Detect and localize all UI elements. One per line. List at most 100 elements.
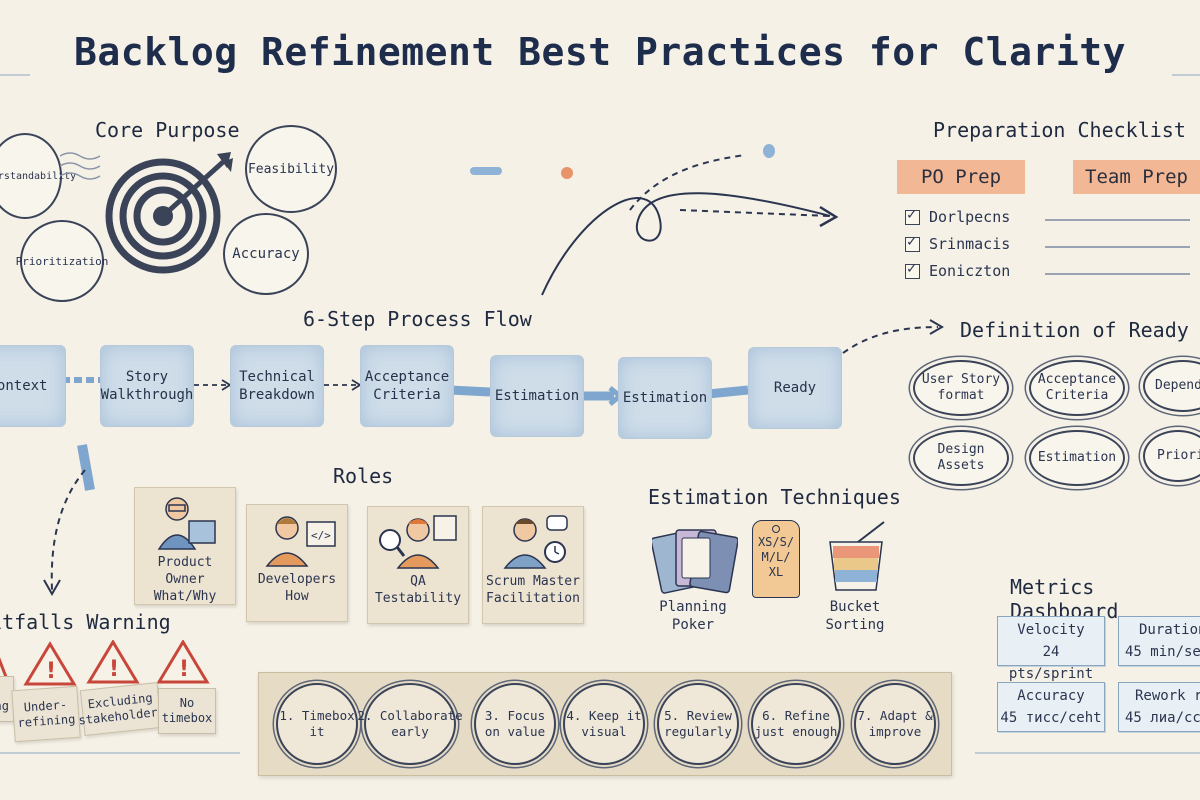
- tip-label: 1. Timebox it: [279, 708, 355, 739]
- metric-name: Duration: [1139, 622, 1200, 638]
- purpose-circle-prioritization: Prioritization: [16, 220, 108, 302]
- metric-rework: Rework rate 45 лиа/ссеs: [1118, 682, 1200, 732]
- purpose-label: Prioritization: [15, 254, 109, 268]
- pitfall-under-refining: Under- refining: [11, 685, 81, 743]
- dor-item-priority: Priority: [1143, 430, 1200, 482]
- dor-label: Dependencies: [1155, 378, 1200, 393]
- purpose-label: Feasibility: [247, 161, 335, 177]
- bottom-rule-right: [975, 752, 1200, 754]
- process-connectors: [62, 377, 749, 406]
- decor-dash: [470, 167, 502, 175]
- title-rule-right: [1172, 74, 1200, 76]
- tip-label: 6. Refine just enough: [754, 708, 838, 739]
- core-purpose-heading: Core Purpose: [95, 118, 240, 142]
- pitfall-label: No timebox: [161, 696, 213, 725]
- pitfall-label: Under- refining: [17, 697, 76, 730]
- step-label: Estimation: [622, 390, 708, 406]
- checklist-item[interactable]: Eoniczton: [905, 259, 1011, 280]
- tip-label: 4. Keep it visual: [566, 708, 642, 739]
- checkbox-icon[interactable]: [905, 205, 920, 225]
- step-label: Context: [0, 378, 48, 394]
- role-focus: Testability: [374, 591, 462, 606]
- process-step-context[interactable]: Context: [0, 345, 66, 427]
- dor-label: Priority: [1157, 448, 1200, 463]
- svg-text:!: !: [179, 657, 189, 682]
- planning-poker-icon: [652, 529, 738, 594]
- pitfall-no-timebox: No timebox: [158, 688, 216, 734]
- step-label: Technical Breakdown: [239, 369, 315, 403]
- checkbox-icon[interactable]: [905, 232, 920, 252]
- dor-label: Estimation: [1037, 450, 1117, 465]
- team-prep-label: Team Prep: [1085, 166, 1188, 188]
- po-prep-tag: PO Prep: [897, 160, 1025, 194]
- step-label: Ready: [773, 380, 817, 396]
- metric-name: Rework rate: [1135, 688, 1200, 704]
- dor-item-user-story: User Story format: [913, 360, 1009, 416]
- tip-timebox: 1. Timebox it: [276, 683, 358, 765]
- checklist-label: Srinmacis: [929, 235, 1011, 253]
- tip-label: 3. Focus on value: [484, 708, 546, 739]
- role-focus: Facilitation: [486, 591, 580, 606]
- process-step-acceptance-criteria[interactable]: Acceptance Criteria: [360, 345, 454, 427]
- process-step-technical-breakdown[interactable]: Technical Breakdown: [230, 345, 324, 427]
- flow-arrow-to-checklist: [541, 154, 839, 296]
- role-name: QA: [410, 574, 426, 589]
- checklist-line: [1045, 219, 1190, 221]
- metric-velocity: Velocity 24 pts/sprint: [997, 616, 1105, 682]
- process-step-story-walkthrough[interactable]: Story Walkthrough: [100, 345, 194, 427]
- decor-dot-orange: [561, 167, 573, 179]
- metric-value: 45 min/session: [1125, 644, 1200, 660]
- checklist-label: Dorlpecns: [929, 208, 1011, 226]
- role-card-scrum-master: Scrum Master Facilitation: [482, 506, 584, 624]
- estimation-label-poker: Planning Poker: [659, 599, 727, 633]
- checklist-label: Eoniczton: [929, 262, 1011, 280]
- bucket-icon: [829, 521, 885, 591]
- checkbox-icon[interactable]: [905, 259, 920, 279]
- tip-collaborate: 2. Collaborate early: [357, 683, 463, 765]
- decor-dot-blue: [763, 144, 775, 158]
- role-focus: How: [285, 589, 309, 604]
- process-heading: 6-Step Process Flow: [303, 307, 532, 331]
- team-prep-tag: Team Prep: [1073, 160, 1200, 194]
- pitfall-label: Over- refining: [0, 699, 9, 713]
- metric-name: Velocity: [1017, 622, 1085, 638]
- estimation-heading: Estimation Techniques: [648, 485, 901, 509]
- tshirt-size-tag: XS/S/ M/L/ XL: [752, 520, 800, 598]
- checklist-line: [1045, 246, 1190, 248]
- svg-text:!: !: [46, 659, 56, 684]
- process-step-estimation-2[interactable]: Estimation: [618, 357, 712, 439]
- metric-value: 45 тисс/сеht: [1000, 710, 1102, 726]
- metric-accuracy: Accuracy 45 тисс/сеht: [997, 682, 1105, 732]
- warning-icons: ! ! !: [0, 640, 210, 686]
- pitfall-excluding-stakeholders: Excluding stakeholders: [78, 682, 166, 736]
- bottom-rule-left: [0, 752, 240, 754]
- process-step-estimation[interactable]: Estimation: [490, 355, 584, 437]
- checklist-item[interactable]: Srinmacis: [905, 232, 1011, 253]
- role-card-developers: </> Developers How: [246, 504, 348, 622]
- purpose-circle-accuracy: Accuracy: [223, 213, 309, 295]
- tip-refine: 6. Refine just enough: [751, 683, 841, 765]
- title-rule-left: [0, 74, 30, 76]
- arrow-to-dor: [842, 319, 944, 354]
- tip-label: 5. Review regularly: [664, 708, 732, 739]
- target-icon: [105, 152, 233, 274]
- dor-item-estimation: Estimation: [1029, 430, 1125, 486]
- stamp-lines: [60, 152, 101, 180]
- tip-adapt: 7. Adapt & improve: [854, 683, 936, 765]
- step-label: Estimation: [494, 388, 580, 404]
- pitfall-label: Excluding stakeholders: [77, 690, 166, 728]
- tag-hole: [772, 525, 780, 533]
- checklist-item[interactable]: Dorlpecns: [905, 205, 1011, 226]
- tip-label: 7. Adapt & improve: [857, 708, 933, 739]
- dor-item-acceptance: Acceptance Criteria: [1029, 360, 1125, 416]
- metric-name: Accuracy: [1017, 688, 1085, 704]
- role-name: Product Owner: [157, 555, 213, 587]
- tip-focus-value: 3. Focus on value: [474, 683, 556, 765]
- purpose-label: Understandability: [0, 170, 77, 182]
- process-step-ready[interactable]: Ready: [748, 347, 842, 429]
- svg-text:</>: </>: [311, 529, 331, 542]
- developer-icon: </>: [247, 505, 347, 571]
- product-owner-icon: [135, 488, 235, 554]
- arrow-to-pitfalls: [43, 444, 95, 597]
- dor-label: Acceptance Criteria: [1037, 372, 1117, 403]
